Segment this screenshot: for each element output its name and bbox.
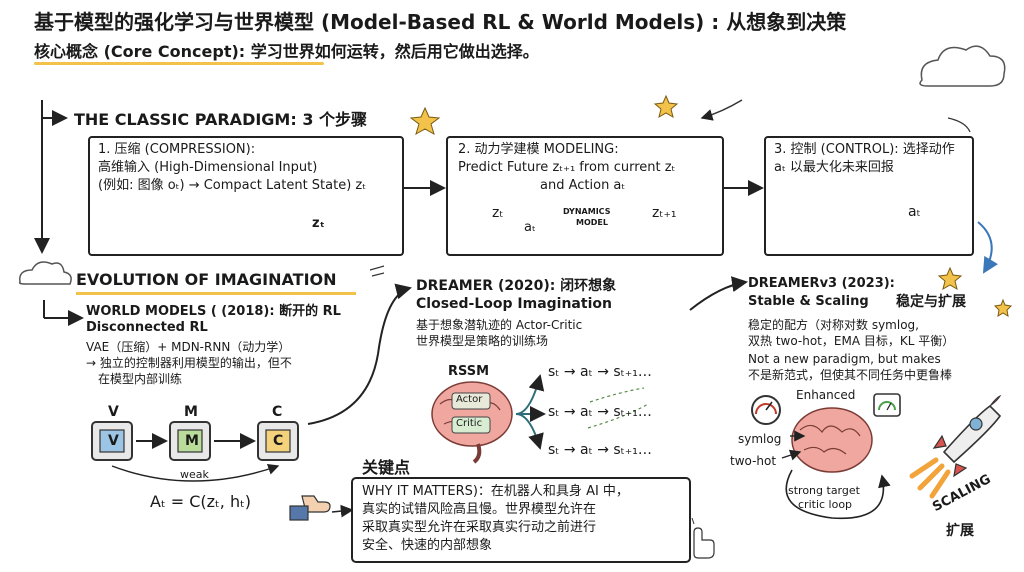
c-inner-label: C	[273, 433, 284, 449]
rocket-icon	[909, 394, 1002, 499]
wm-title1: WORLD MODELS ( (2018): 断开的 RL	[86, 304, 341, 319]
keypoints-heading: 关键点	[362, 458, 411, 477]
star-icon	[993, 298, 1013, 317]
step1-line2: (例如: 图像 oₜ) → Compact Latent State) zₜ	[98, 178, 367, 193]
keypoints-line1: WHY IT MATTERS)：在机器人和具身 AI 中，	[362, 484, 629, 499]
star-icon	[653, 94, 679, 119]
step2-line2: and Action aₜ	[540, 178, 626, 193]
subtitle-underline	[34, 62, 324, 65]
enhanced-label: Enhanced	[796, 388, 856, 402]
brain-icon	[791, 407, 873, 473]
step1-line1: 高维输入 (High-Dimensional Input)	[98, 160, 318, 175]
dreamer-line1: 基于想象潜轨迹的 Actor-Critic	[416, 318, 583, 332]
keypoints-line2: 真实的试错风险高且慢。世界模型允许在	[362, 502, 597, 517]
trajectory-1: sₜ → aₜ → sₜ₊₁…	[548, 364, 652, 380]
step3-title: 3. 控制 (CONTROL): 选择动作	[774, 142, 955, 157]
v3-line2: 双热 two-hot，EMA 目标，KL 平衡）	[748, 334, 955, 348]
step1-box	[88, 136, 404, 256]
gauge-icon	[873, 393, 901, 417]
wm-line1: VAE（压缩）+ MDN-RNN（动力学）	[86, 340, 291, 354]
dynamics-label-2: MODEL	[576, 218, 608, 227]
trajectory-2: sₜ → aₜ → sₜ₊₁…	[548, 404, 652, 420]
step2-at: aₜ	[524, 220, 536, 235]
critic-label: Critic	[456, 418, 483, 429]
page-title: 基于模型的强化学习与世界模型 (Model-Based RL & World M…	[34, 10, 847, 34]
v3-line4: 不是新范式，但使其不同任务中更鲁棒	[748, 368, 953, 382]
trajectory-3: sₜ → aₜ → sₜ₊₁…	[548, 442, 652, 458]
v3-title2: Stable & Scaling	[748, 294, 869, 309]
dreamer-title2: Closed-Loop Imagination	[416, 296, 612, 312]
twohot-label: two-hot	[730, 454, 777, 468]
m-module	[169, 421, 211, 461]
step2-zt: zₜ	[492, 205, 504, 221]
wm-line3: 在模型内部训练	[98, 372, 183, 386]
rssm-label: RSSM	[448, 364, 490, 379]
step2-zt1: zₜ₊₁	[652, 205, 677, 221]
dreamer-line2: 世界模型是策略的训练场	[416, 334, 549, 348]
m-label: M	[184, 404, 198, 420]
step2-box	[446, 136, 724, 256]
controller-formula: Aₜ = C(zₜ, hₜ)	[150, 492, 252, 511]
c-module	[257, 421, 299, 461]
star-icon	[409, 106, 441, 136]
dreamer-title1: DREAMER (2020): 闭环想象	[416, 278, 617, 294]
pointing-hand-icon	[289, 495, 354, 521]
weak-label: weak	[180, 468, 209, 481]
v-label: V	[108, 404, 119, 420]
cloud-icon	[919, 45, 1006, 87]
v-module	[91, 421, 133, 461]
keypoints-line3: 采取真实型允许在采取真实行动之前进行	[362, 520, 597, 535]
symlog-label: symlog	[738, 432, 782, 446]
step1-title: 1. 压缩 (COMPRESSION):	[98, 142, 256, 157]
step1-cube-label: zₜ	[312, 216, 325, 231]
wm-line2: → 独立的控制器利用模型的输出，但不	[86, 356, 292, 370]
dynamics-label-1: DYNAMICS	[563, 207, 611, 216]
paradigm-heading: THE CLASSIC PARADIGM: 3 个步骤	[74, 110, 368, 129]
m-inner-label: M	[185, 433, 199, 449]
wm-title2: Disconnected RL	[86, 320, 208, 335]
evolution-heading: EVOLUTION OF IMAGINATION	[76, 270, 337, 289]
page-subtitle: 核心概念 (Core Concept): 学习世界如何运转，然后用它做出选择。	[34, 42, 539, 61]
gauge-icon	[751, 395, 781, 425]
step2-title: 2. 动力学建模 MODELING:	[458, 142, 619, 157]
loop-label-1: strong target	[788, 484, 860, 497]
v3-line3: Not a new paradigm, but makes	[748, 352, 941, 366]
keypoints-line4: 安全、快速的内部想象	[362, 538, 493, 553]
v-inner-label: V	[108, 433, 119, 449]
c-label: C	[272, 404, 283, 420]
loop-label-2: critic loop	[798, 498, 853, 511]
star-icon	[937, 266, 963, 291]
cloud-icon	[18, 261, 72, 285]
step3-box	[764, 136, 974, 256]
v3-stable-cn: 稳定与扩展	[896, 294, 966, 310]
scaling-cn-label: 扩展	[946, 523, 974, 539]
v3-title1: DREAMERv3 (2023):	[748, 276, 895, 291]
actor-label: Actor	[456, 394, 483, 405]
v3-line1: 稳定的配方（对称对数 symlog,	[748, 318, 919, 332]
step3-at: aₜ	[908, 204, 921, 220]
step2-line1: Predict Future zₜ₊₁ from current zₜ	[458, 160, 676, 175]
step3-line1: aₜ 以最大化未来回报	[774, 160, 894, 175]
